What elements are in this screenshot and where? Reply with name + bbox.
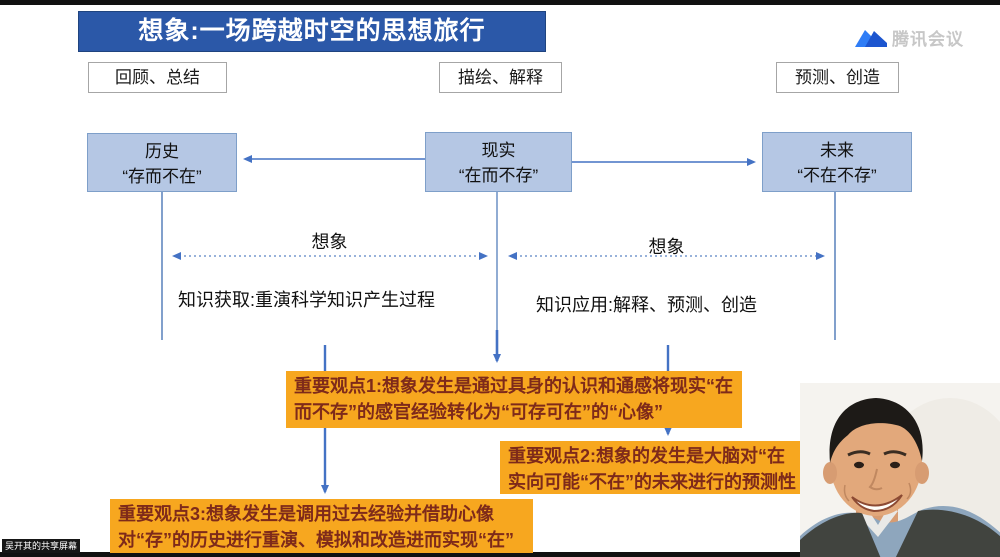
imagination-label-right: 想象 xyxy=(648,237,685,257)
person-face xyxy=(830,410,922,516)
knowledge-application-caption: 知识应用:解释、预测、创造 xyxy=(536,295,757,315)
key-point-3: 重要观点3:想象发生是调用过去经验并借助心像对“存”的历史进行重演、模拟和改造进… xyxy=(110,499,533,553)
person-smile xyxy=(851,494,903,513)
person-nose xyxy=(868,468,883,491)
brand-name-label: 腾讯会议 xyxy=(892,29,964,49)
key-point-1: 重要观点1:想象发生是通过具身的认识和通感将现实“在而不存”的感官经验转化为“可… xyxy=(286,371,742,428)
node-future-quote: “不在不存” xyxy=(797,166,877,185)
bottom-letterbox-bar xyxy=(0,552,1000,557)
person-eye-right xyxy=(890,461,900,469)
brand-watermark: 腾讯会议 xyxy=(854,24,964,50)
node-reality: 现实 “在而不存” xyxy=(425,132,572,192)
person-vest-left xyxy=(800,512,881,557)
knowledge-acquisition-caption: 知识获取:重演科学知识产生过程 xyxy=(178,290,435,310)
imagination-label-left: 想象 xyxy=(311,232,348,252)
person-ear-right xyxy=(915,462,929,484)
node-history-name: 历史 xyxy=(145,142,179,161)
slide-title: 想象:一场跨越时空的思想旅行 xyxy=(78,11,546,52)
key-point-2-line1: 重要观点2:想象的发生是大脑对“在 xyxy=(508,446,786,466)
function-label-predict-create: 预测、创造 xyxy=(776,62,899,93)
person-vest-right xyxy=(895,509,1000,557)
presenter-portrait xyxy=(800,383,1000,557)
shared-screen-banner: 吴开其的共享屏幕 xyxy=(2,539,81,553)
presenter-video-window[interactable] xyxy=(800,383,1000,557)
person-eye-left xyxy=(854,461,864,469)
person-hair xyxy=(829,398,923,463)
key-point-2-line2: 实向可能“不在”的未来进行的预测性 xyxy=(508,472,796,492)
node-reality-quote: “在而不存” xyxy=(458,166,539,185)
node-future-name: 未来 xyxy=(820,141,854,160)
function-label-review-summarize: 回顾、总结 xyxy=(88,62,227,93)
node-history-quote: “存而不在” xyxy=(122,167,202,186)
person-ear-left xyxy=(823,462,837,484)
node-reality-name: 现实 xyxy=(481,141,516,160)
node-future: 未来 “不在不存” xyxy=(762,132,912,192)
tencent-meeting-logo-icon xyxy=(854,25,888,49)
node-history: 历史 “存而不在” xyxy=(87,133,237,192)
top-letterbox-bar xyxy=(0,0,1000,5)
function-label-depict-explain: 描绘、解释 xyxy=(439,62,562,93)
